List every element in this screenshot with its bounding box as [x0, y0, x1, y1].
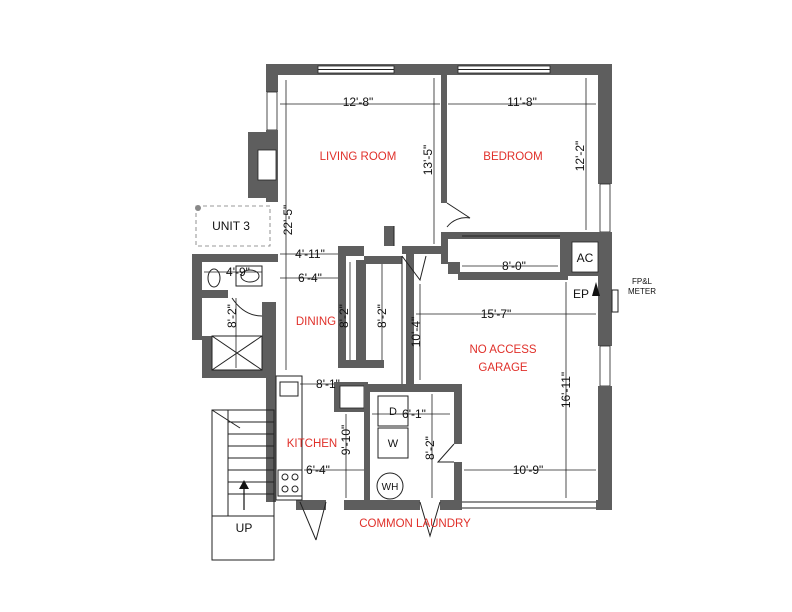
water-heater — [376, 472, 404, 500]
laundry-right-wall-lower — [454, 462, 462, 510]
hall-stub — [384, 226, 394, 246]
dimension-lines — [204, 78, 596, 498]
stairs — [211, 409, 275, 561]
dim-dining-8-2: 8'-2" — [337, 304, 351, 328]
dim-kitchen-6-4: 6'-4" — [306, 463, 330, 477]
dryer-label: D — [389, 406, 397, 418]
washer — [377, 427, 409, 459]
dim-garage-16-11: 16'-11" — [559, 372, 573, 408]
toilet — [207, 268, 221, 288]
dim-bath-4-9: 4'-9" — [226, 265, 250, 279]
bath-top-wall — [192, 254, 278, 262]
meter-label-line2: METER — [628, 287, 656, 296]
bath-bottom-wall — [212, 370, 276, 378]
left-wall-upper — [266, 64, 278, 92]
water-heater-label: WH — [382, 482, 399, 493]
dim-living-depth: 13'-5" — [421, 145, 435, 176]
bedroom-label: BEDROOM — [483, 151, 542, 163]
dim-bedroom-width: 11'-8" — [507, 95, 537, 109]
garage-entry-door — [401, 255, 427, 282]
kitchen-counter — [275, 375, 303, 501]
kitchen-left-wall — [266, 376, 276, 502]
living-bedroom-wall — [441, 75, 447, 203]
dim-laundry-6-1: 6'-1" — [402, 407, 426, 421]
garage-left-wall — [406, 254, 414, 384]
washer-label: W — [388, 438, 399, 450]
dim-hall-6-4: 6'-4" — [298, 271, 322, 285]
dim-garage-10-4: 10'-4" — [409, 317, 423, 348]
bottom-wall-a — [296, 500, 326, 510]
unit-3-outline — [195, 205, 271, 247]
top-windows — [317, 65, 551, 74]
closet-right-wall — [560, 232, 568, 280]
closet-wall-a — [356, 260, 366, 364]
dining-lower-wall — [338, 360, 384, 368]
kitchen-sink — [279, 381, 299, 397]
top-wall — [266, 64, 612, 75]
right-wall-lower — [598, 386, 612, 510]
dim-hall-4-11: 4'-11" — [295, 247, 325, 261]
dim-hall-22-5: 22'-5" — [281, 205, 295, 236]
right-wall-upper — [598, 64, 612, 184]
hall-wall-c — [402, 246, 442, 254]
dim-living-width: 12'-8" — [343, 95, 374, 109]
stove — [277, 469, 303, 497]
walls — [192, 64, 612, 510]
hall-wall-a — [338, 246, 364, 256]
meter-label-line1: FP&L — [632, 277, 653, 286]
bottom-wall-d — [596, 500, 612, 510]
bath-left-lower-wall — [202, 336, 212, 378]
no-access-label: NO ACCESS — [469, 344, 536, 356]
bedroom-door — [446, 202, 471, 228]
ep-marker — [592, 282, 600, 296]
up-arrow-icon — [239, 480, 249, 489]
unit-3-label: UNIT 3 — [212, 219, 250, 233]
ep-label: EP — [573, 287, 589, 301]
laundry-side-door — [436, 443, 455, 463]
laundry-right-wall-upper — [454, 392, 462, 444]
bath-right-wall — [262, 302, 276, 378]
dim-closet-8-2: 8'-2" — [375, 304, 389, 328]
dim-kitchen-8-1: 8'-1" — [316, 377, 340, 391]
meter-box — [611, 289, 619, 313]
dim-garage-15-7: 15'-7" — [481, 307, 512, 321]
laundry-door — [419, 501, 441, 538]
shower — [211, 335, 263, 371]
dim-laundry-8-2: 8'-2" — [423, 436, 437, 460]
common-laundry-label: COMMON LAUNDRY — [359, 518, 471, 530]
dim-bedroom-depth: 12'-2" — [573, 141, 587, 172]
laundry-top-wall — [370, 384, 462, 392]
bath-sink — [240, 269, 260, 283]
bottom-wall-b — [344, 500, 420, 510]
hall-wall-b — [364, 256, 402, 264]
up-label: UP — [236, 521, 253, 535]
dining-label: DINING — [296, 316, 336, 328]
closet-corner — [448, 262, 460, 274]
living-room-label: LIVING ROOM — [320, 151, 397, 163]
kitchen-door — [299, 501, 327, 541]
dim-closet-8-0: 8'-0" — [502, 259, 526, 273]
garage-label: GARAGE — [478, 362, 528, 374]
dryer — [377, 395, 409, 427]
kitchen-label: KITCHEN — [287, 438, 337, 450]
ac-label: AC — [577, 251, 594, 265]
doors — [195, 202, 471, 541]
dim-kitchen-9-10: 9'-10" — [339, 425, 353, 456]
dim-bath-8-2: 8'-2" — [225, 304, 239, 328]
bath-mid-wall — [202, 290, 228, 298]
fixtures — [207, 265, 619, 561]
bath-left-wall — [192, 254, 202, 340]
laundry-left-wall — [364, 384, 370, 504]
bottom-wall-c — [440, 500, 462, 510]
bath-door — [231, 297, 263, 317]
closet-left-wall — [441, 232, 448, 264]
closet-wall-b — [338, 256, 346, 368]
closet-bottom-wall — [458, 272, 564, 280]
dim-garage-10-9: 10'-9" — [513, 463, 544, 477]
